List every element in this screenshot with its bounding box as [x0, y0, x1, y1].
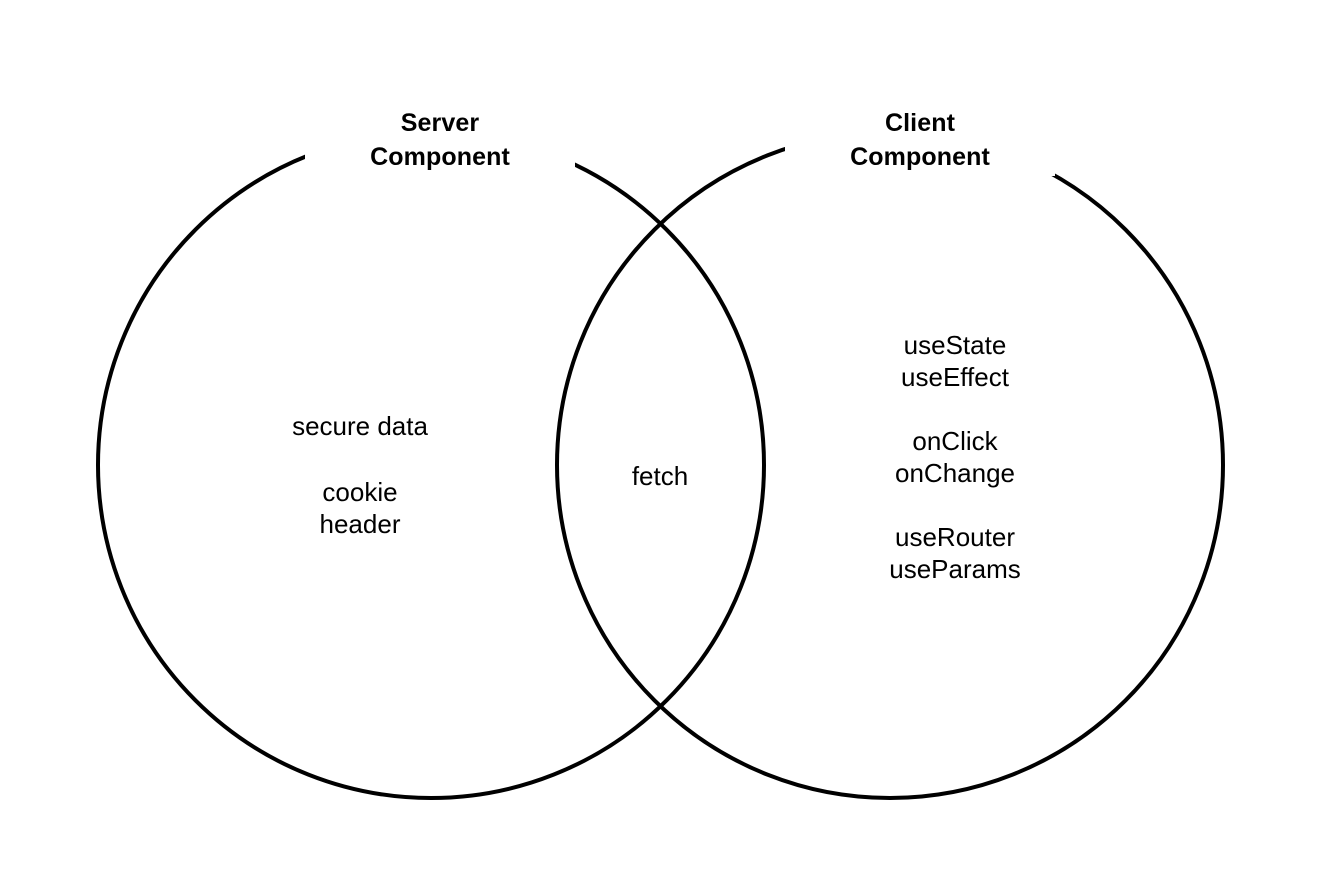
server-component-title: Server Component: [305, 104, 575, 176]
server-only-term-group-1: secure data: [292, 411, 428, 441]
server-only-term-group-2: cookie header: [319, 477, 401, 539]
client-component-title: Client Component: [785, 104, 1055, 176]
client-only-term-group-3: useRouter useParams: [889, 522, 1021, 584]
client-only-term-group-1: useState useEffect: [901, 330, 1009, 392]
intersection-term-group-1: fetch: [631, 461, 689, 491]
client-only-term-group-2: onClick onChange: [895, 426, 1015, 488]
